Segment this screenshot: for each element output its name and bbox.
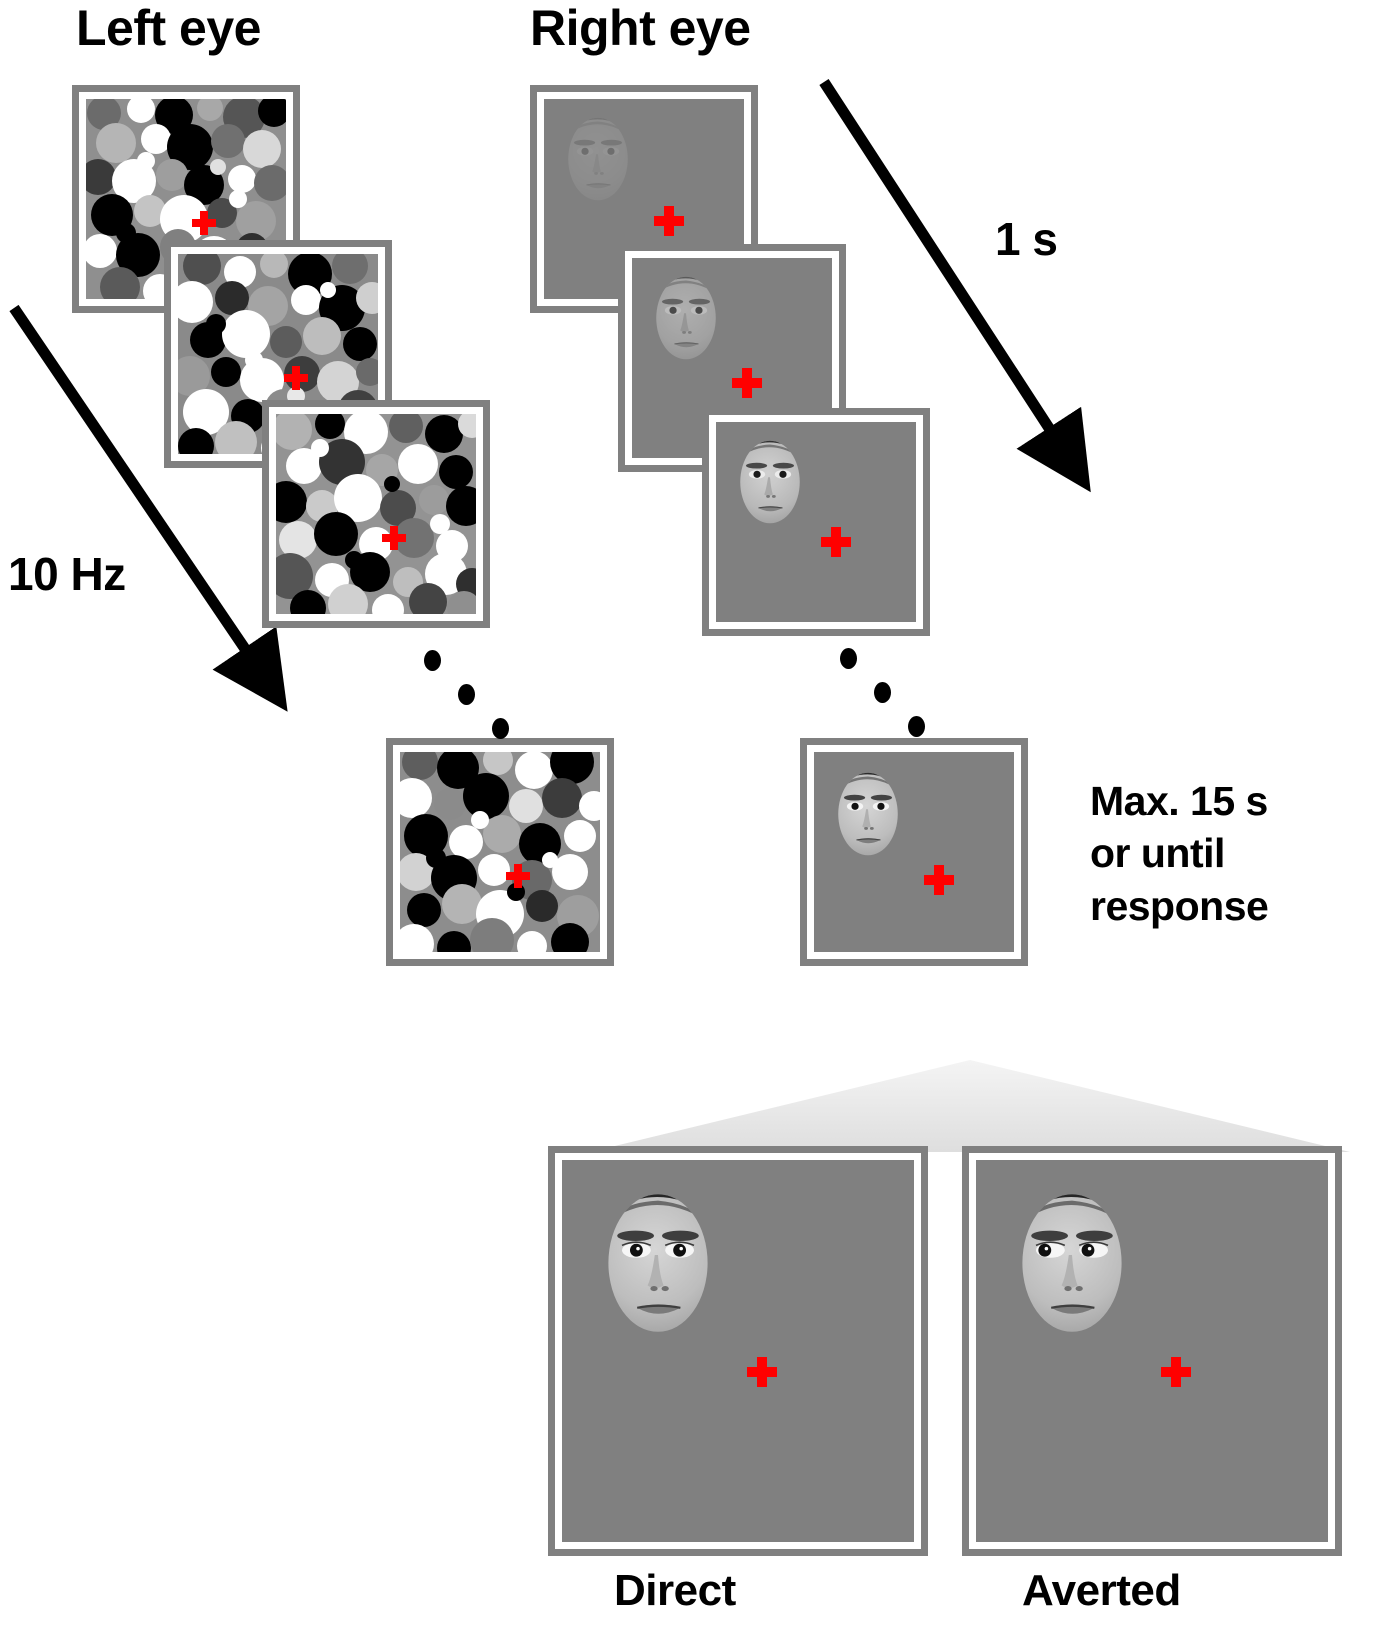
timeout-label: Max. 15 s or until response [1090, 778, 1269, 929]
frame-duration-arrow [819, 79, 1091, 493]
gaze-direct-label: Direct [614, 1566, 736, 1615]
face-stimulus-direct [578, 1170, 738, 1356]
gaze-panel-averted [962, 1146, 1342, 1556]
face-stimulus [638, 262, 734, 374]
stimulus-screen [276, 414, 476, 614]
ellipsis-dot [908, 716, 925, 737]
ellipsis-dot [458, 684, 475, 705]
ellipsis-dot [840, 648, 857, 669]
ellipsis-dot [424, 650, 441, 671]
face-stimulus [820, 758, 916, 870]
right-eye-heading: Right eye [530, 0, 751, 56]
mondrian-mask [276, 414, 476, 614]
stimulus-screen [716, 422, 916, 622]
face-stimulus-averted [992, 1170, 1152, 1356]
face-frame-final [800, 738, 1028, 966]
face-frame-3 [702, 408, 930, 636]
mask-frame-final [386, 738, 614, 966]
gaze-averted-label: Averted [1022, 1566, 1181, 1615]
stimulus-screen [814, 752, 1014, 952]
flash-rate-label: 10 Hz [8, 548, 126, 600]
frame-mat [969, 1153, 1335, 1549]
face-stimulus [722, 426, 818, 538]
mask-frame-3 [262, 400, 490, 628]
frame-mat [709, 415, 923, 629]
frame-mat [269, 407, 483, 621]
frame-mat [393, 745, 607, 959]
ellipsis-dot [492, 718, 509, 739]
frame-duration-label: 1 s [995, 213, 1058, 265]
stimulus-screen [400, 752, 600, 952]
flash-rate-arrow [9, 304, 288, 712]
stimulus-screen [562, 1160, 914, 1542]
left-eye-heading: Left eye [76, 0, 261, 56]
expansion-triangle [590, 1060, 1350, 1152]
ellipsis-dot [874, 682, 891, 703]
frame-mat [555, 1153, 921, 1549]
face-stimulus [550, 103, 646, 215]
frame-mat [807, 745, 1021, 959]
stimulus-screen [976, 1160, 1328, 1542]
gaze-panel-direct [548, 1146, 928, 1556]
mondrian-mask [400, 752, 600, 952]
